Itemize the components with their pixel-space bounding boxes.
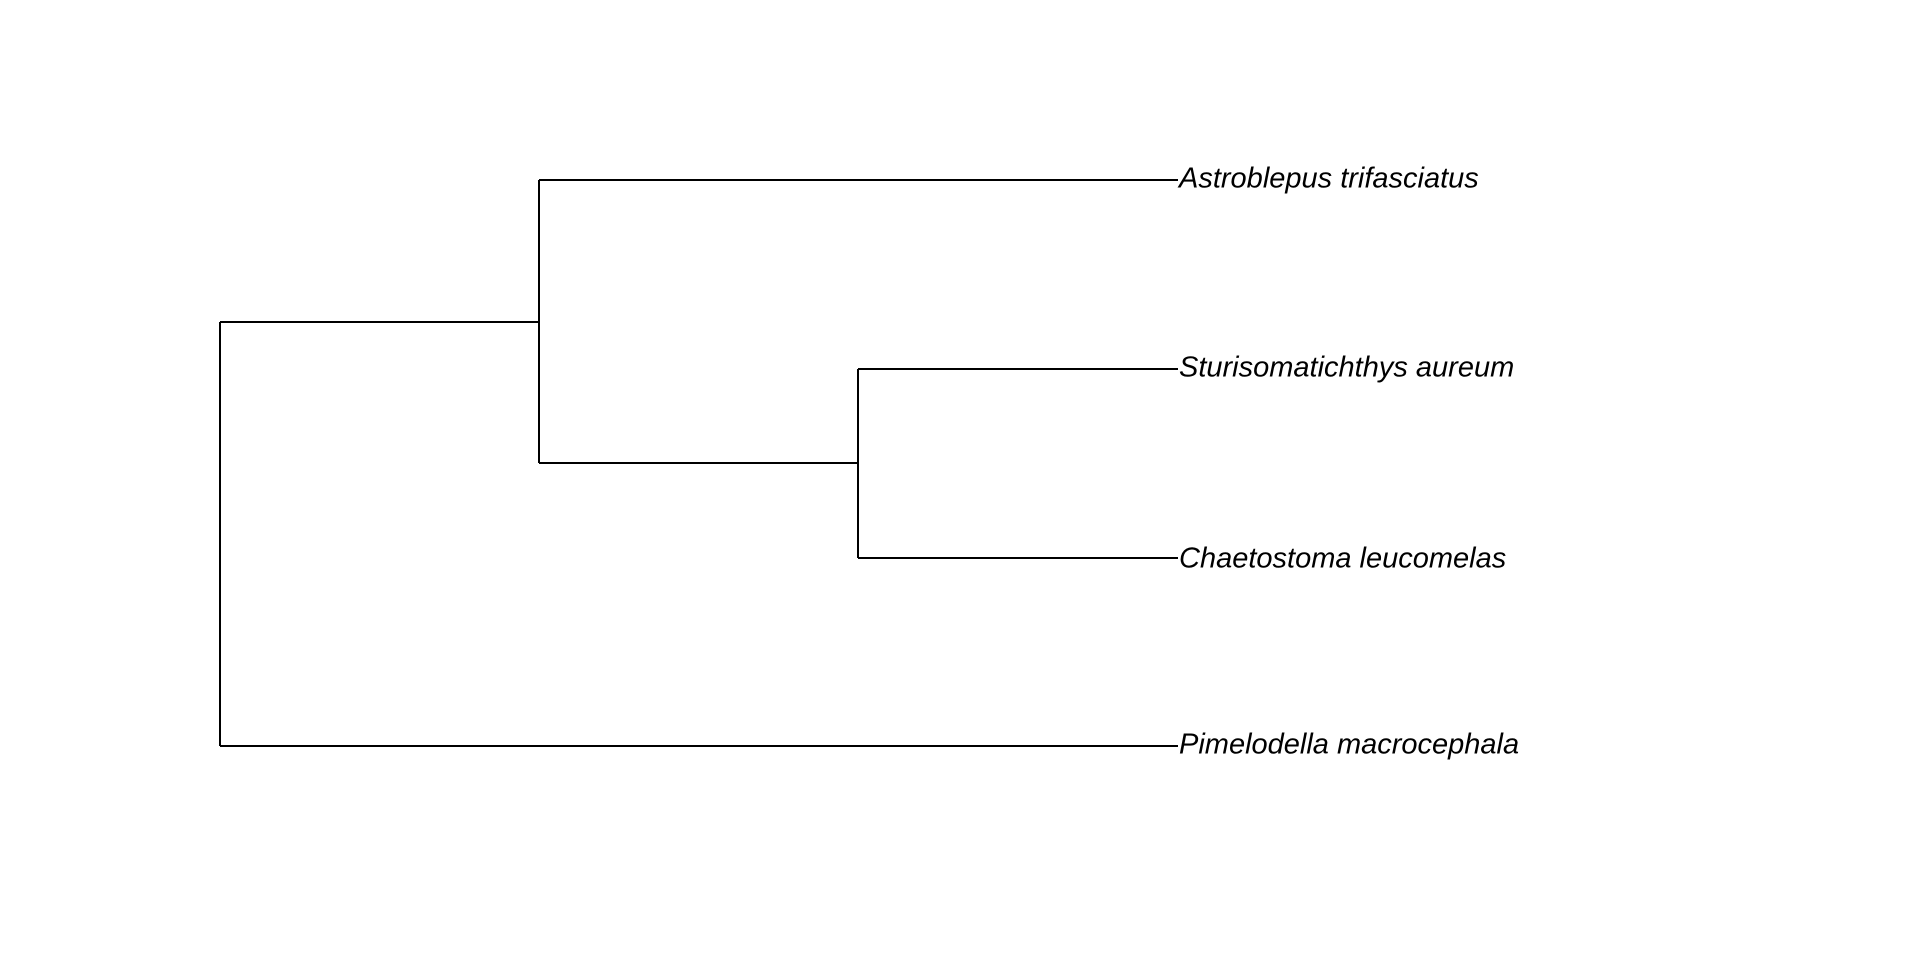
tip-label-sturisomatichthys: Sturisomatichthys aureum (1179, 352, 1514, 384)
tip-label-astroblepus: Astroblepus trifasciatus (1177, 163, 1479, 195)
tip-label-chaetostoma: Chaetostoma leucomelas (1179, 543, 1506, 575)
tip-label-pimelodella: Pimelodella macrocephala (1179, 729, 1519, 761)
